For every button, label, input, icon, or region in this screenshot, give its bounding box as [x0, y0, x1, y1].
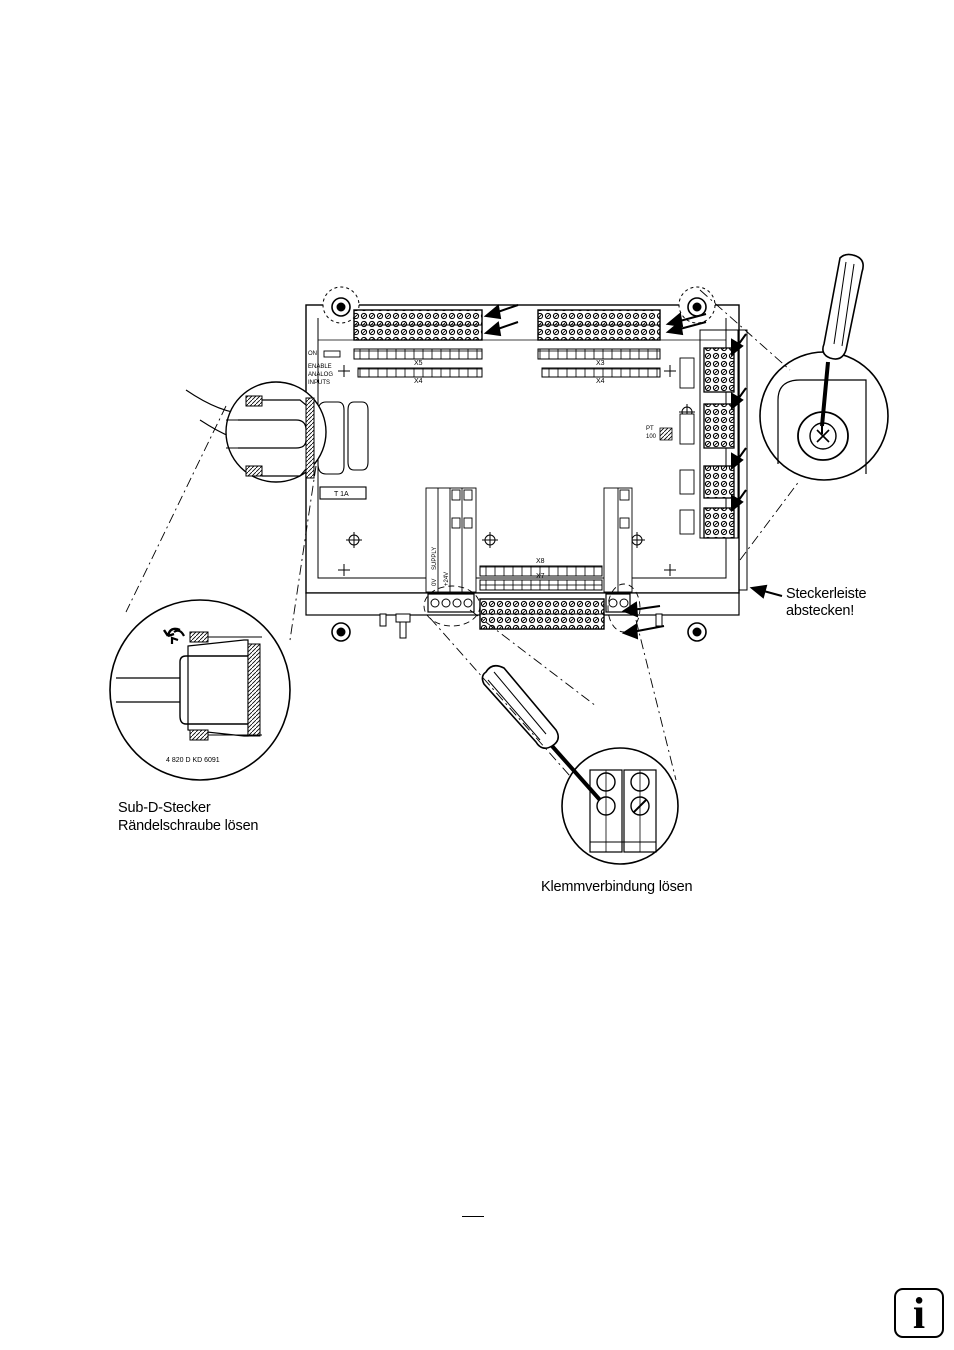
highlight-ellipse: [607, 583, 641, 633]
connector-right-stack: [679, 347, 735, 539]
guide-line: [429, 609, 677, 781]
fuse: [319, 486, 367, 500]
guide-line: [125, 405, 317, 641]
label-x8: X8: [536, 558, 545, 565]
label-pt: PT: [646, 426, 654, 432]
caption-klemm: Klemmverbindung lösen: [541, 879, 693, 895]
label-pt100: 100: [646, 434, 657, 440]
connector-x3: [537, 309, 661, 378]
connector-x5: [353, 309, 483, 378]
label-enable: ENABLE: [308, 364, 332, 370]
mounting-screw-icon: [322, 286, 716, 642]
connector-x7: [479, 565, 605, 630]
screwdriver-icon: [820, 253, 864, 434]
guide-line: [699, 289, 801, 561]
page-number-rule: [462, 1216, 484, 1217]
label-24v: +24V: [444, 572, 450, 586]
caption-steckerleiste-2: abstecken!: [786, 603, 855, 619]
caption-subd-2: Rändelschraube lösen: [118, 818, 259, 834]
on-switch: [323, 350, 341, 358]
screw-terminal-block: [427, 593, 631, 613]
caption-subd-1: Sub-D-Stecker: [118, 800, 211, 816]
label-x5: X5: [414, 360, 423, 367]
label-x7: X7: [536, 573, 545, 580]
label-analog: ANALOG: [308, 372, 333, 378]
label-x4a: X4: [414, 378, 423, 385]
label-on: ON: [308, 351, 317, 357]
highlight-ellipse: [423, 585, 481, 627]
supply-block: [425, 487, 477, 593]
zoom-circle-subd-board: [225, 381, 327, 483]
label-0v: 0V: [432, 579, 438, 586]
rotate-arrow-icon: [163, 627, 181, 638]
screwdriver-icon: [481, 664, 602, 802]
arrow-icon: [483, 304, 783, 640]
label-inputs: INPUTS: [308, 380, 330, 386]
pt100-sensor: [659, 427, 673, 441]
label-supply: SUPPLY: [432, 547, 438, 570]
label-x3: X3: [596, 360, 605, 367]
caption-steckerleiste-1: Steckerleiste: [786, 586, 867, 602]
label-x4b: X4: [596, 378, 605, 385]
label-part-no: 4 820 D KD 6091: [166, 757, 220, 764]
info-icon: i: [894, 1288, 944, 1338]
zoom-circle-clamp: [561, 747, 679, 865]
subd-socket-x2: [347, 401, 369, 471]
zoom-circle-subd: [109, 599, 291, 781]
label-fuse: T 1A: [334, 491, 349, 498]
supply-block-right: [603, 487, 633, 593]
